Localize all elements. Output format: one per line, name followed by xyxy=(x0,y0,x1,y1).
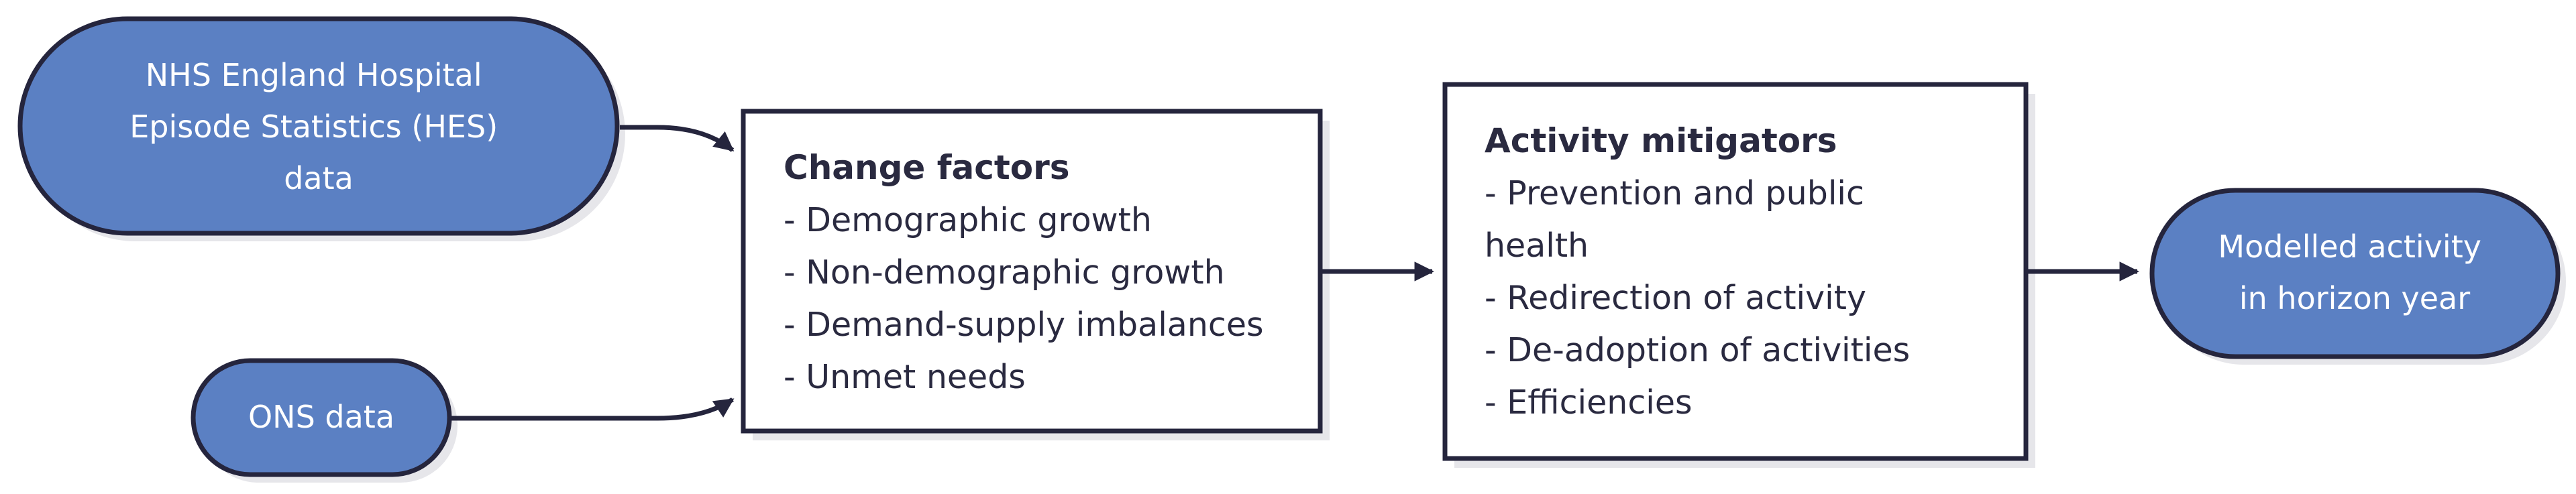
ons-data-label: ONS data xyxy=(248,399,394,435)
ons-label-line: ONS data xyxy=(248,399,394,435)
activity-mitigators-node: Activity mitigators - Prevention and pub… xyxy=(1442,82,2029,461)
change-factors-node: Change factors - Demographic growth - No… xyxy=(741,109,1323,434)
change-factor-item: - Non-demographic growth xyxy=(784,253,1225,292)
change-factor-item: - Demographic growth xyxy=(784,201,1152,239)
connectors xyxy=(448,125,2139,421)
change-factor-item: - Unmet needs xyxy=(784,358,1026,396)
activity-mitigator-item: health xyxy=(1485,227,1589,265)
activity-mitigators-title: Activity mitigators xyxy=(1485,121,1837,160)
ons-data-pill xyxy=(191,358,452,477)
modelled-activity-node: Modelled activity in horizon year xyxy=(2149,188,2561,359)
activity-mitigators-box xyxy=(1442,82,2029,461)
hes-to-change-arrow xyxy=(620,125,735,152)
modelled-activity-label: Modelled activity in horizon year xyxy=(2218,229,2491,316)
activity-mitigator-item: - Efficiencies xyxy=(1485,383,1693,422)
activity-mitigator-item: - Redirection of activity xyxy=(1485,279,1866,317)
ons-data-node: ONS data xyxy=(191,358,452,477)
hes-label-line: NHS England Hospital xyxy=(146,57,482,93)
activity-mitigator-item: - De-adoption of activities xyxy=(1485,331,1910,369)
change-factor-item: - Demand-supply imbalances xyxy=(784,306,1264,344)
change-factors-list: - Demographic growth - Non-demographic g… xyxy=(784,201,1274,396)
modelled-label-line: Modelled activity xyxy=(2218,229,2481,265)
hes-label-line: data xyxy=(284,160,354,196)
hes-data-node: NHS England Hospital Episode Statistics … xyxy=(17,16,620,236)
hes-data-label: NHS England Hospital Episode Statistics … xyxy=(129,57,508,196)
change-factors-title: Change factors xyxy=(784,148,1070,187)
hes-data-pill xyxy=(17,16,620,236)
activity-mitigator-item: - Prevention and public xyxy=(1485,174,1864,212)
change-factors-box xyxy=(741,109,1323,434)
activity-mitigators-list: - Prevention and public health - Redirec… xyxy=(1485,174,1921,422)
ons-to-change-arrow xyxy=(448,397,735,421)
hes-label-line: Episode Statistics (HES) xyxy=(129,109,498,145)
modelled-activity-pill xyxy=(2149,188,2561,359)
modelled-label-line: in horizon year xyxy=(2239,280,2470,316)
